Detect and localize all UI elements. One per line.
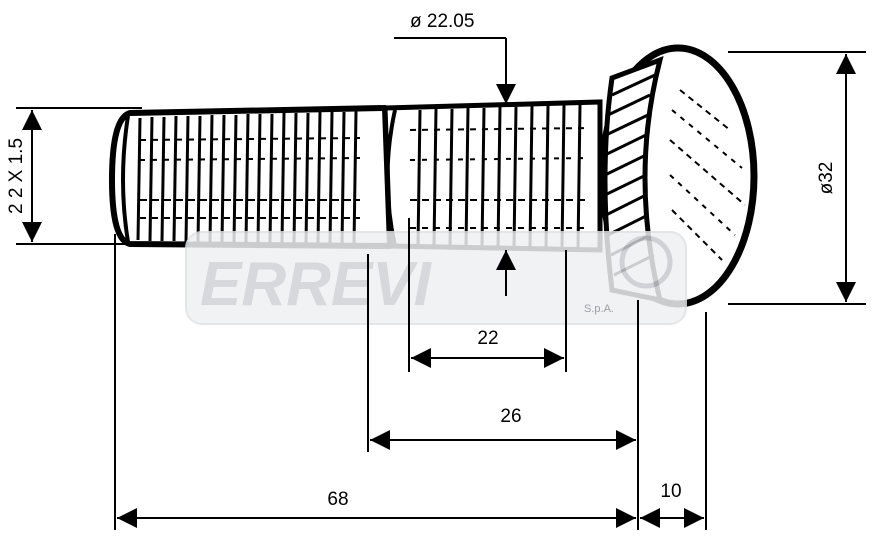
dimension-head-diameter: ø32 — [816, 162, 837, 195]
dimension-length-68: 68 — [327, 489, 348, 510]
dimension-diameter-top: ø 22.05 — [410, 11, 474, 32]
dimension-length-22: 22 — [477, 328, 498, 349]
dimension-length-26: 26 — [500, 406, 521, 427]
watermark-logo: ERREVI S.p.A. — [185, 231, 687, 325]
watermark-brand-text: ERREVI — [200, 250, 433, 319]
thread-lines-middle — [416, 104, 582, 250]
thread-lines-left — [136, 110, 358, 246]
dimension-lines — [16, 37, 866, 530]
watermark-suffix-text: S.p.A. — [584, 303, 614, 315]
dimension-length-10: 10 — [660, 481, 681, 502]
head-face-shading — [669, 89, 746, 261]
thread-shading-left — [139, 137, 361, 219]
dimension-thread-spec: 2 2 X 1.5 — [6, 138, 27, 214]
thread-shading-middle — [409, 127, 591, 229]
bolt-shaft — [109, 99, 603, 253]
